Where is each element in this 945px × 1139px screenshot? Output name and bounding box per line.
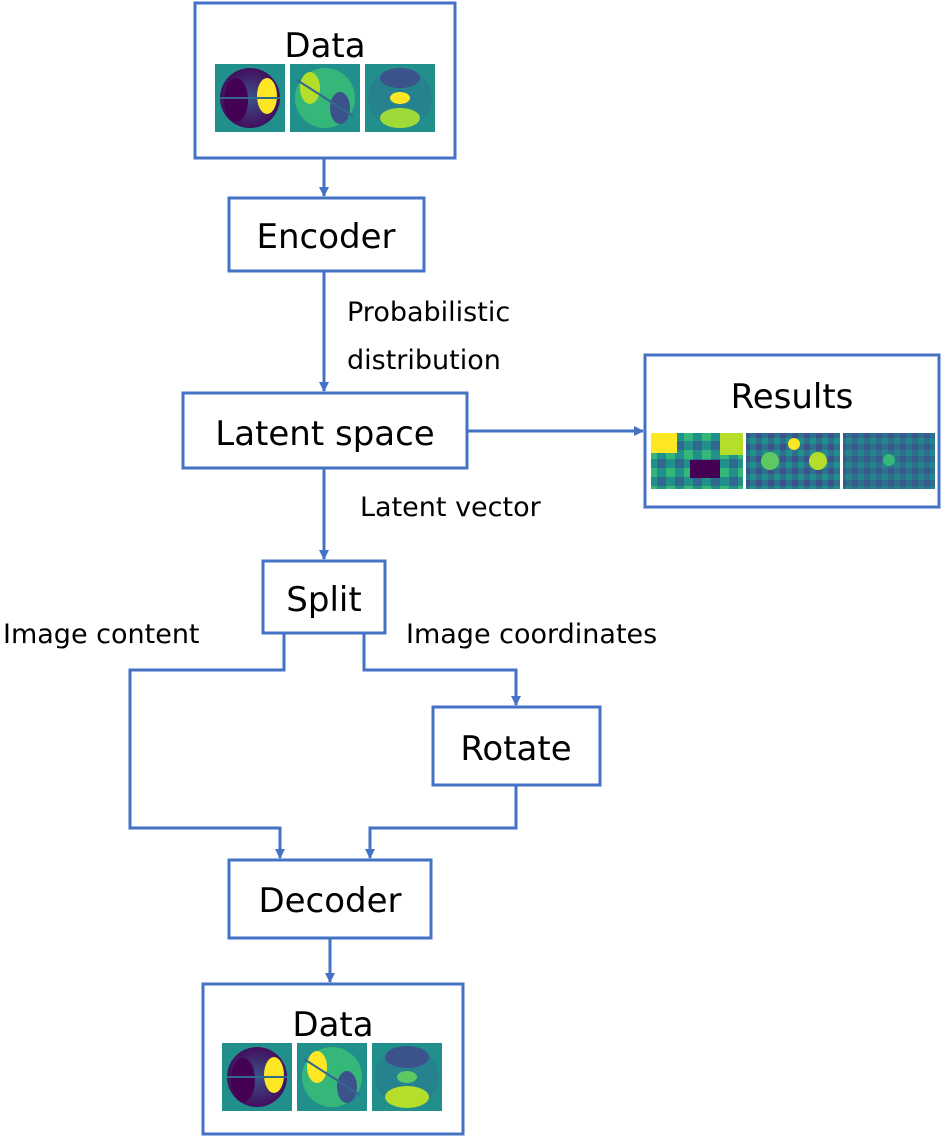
data-output-thumbnails [222,1043,442,1111]
decoder-node: Decoder [227,858,433,940]
data-input-thumb-3 [365,64,435,132]
rotate-label: Rotate [460,729,571,769]
encoder-label: Encoder [256,217,395,257]
data-output-thumb-2 [297,1043,367,1111]
data-output-node: Data [201,982,465,1136]
decoder-label: Decoder [258,881,401,921]
latent-space-label: Latent space [215,414,434,454]
data-output-label: Data [292,1005,373,1045]
edge-label-latent-vector: Latent vector [360,492,542,523]
edge-label-probabilistic: Probabilistic [347,297,510,328]
results-thumbnails [651,433,935,489]
encoder-node: Encoder [227,196,426,273]
data-input-thumb-1 [215,64,285,132]
results-thumb-1 [651,433,743,489]
edge-label-image-content: Image content [3,619,200,650]
data-input-thumbnails [215,64,435,132]
arrow-split-to-decoder-left [128,633,286,859]
results-label: Results [731,377,854,417]
arrow-split-to-rotate [362,633,521,706]
data-input-node: Data [193,1,457,160]
edge-label-distribution: distribution [347,345,501,376]
latent-space-node: Latent space [181,391,469,470]
data-output-thumb-1 [222,1043,292,1111]
data-input-thumb-2 [290,64,360,132]
results-thumb-2 [746,433,840,489]
rotate-node: Rotate [431,705,602,787]
data-input-label: Data [284,26,365,66]
split-node: Split [261,559,387,635]
results-node: Results [643,353,941,509]
split-label: Split [286,580,361,620]
edge-label-image-coordinates: Image coordinates [406,619,657,650]
arrow-rotate-to-decoder [365,785,518,859]
data-output-thumb-3 [372,1043,442,1111]
results-thumb-3 [843,433,935,489]
